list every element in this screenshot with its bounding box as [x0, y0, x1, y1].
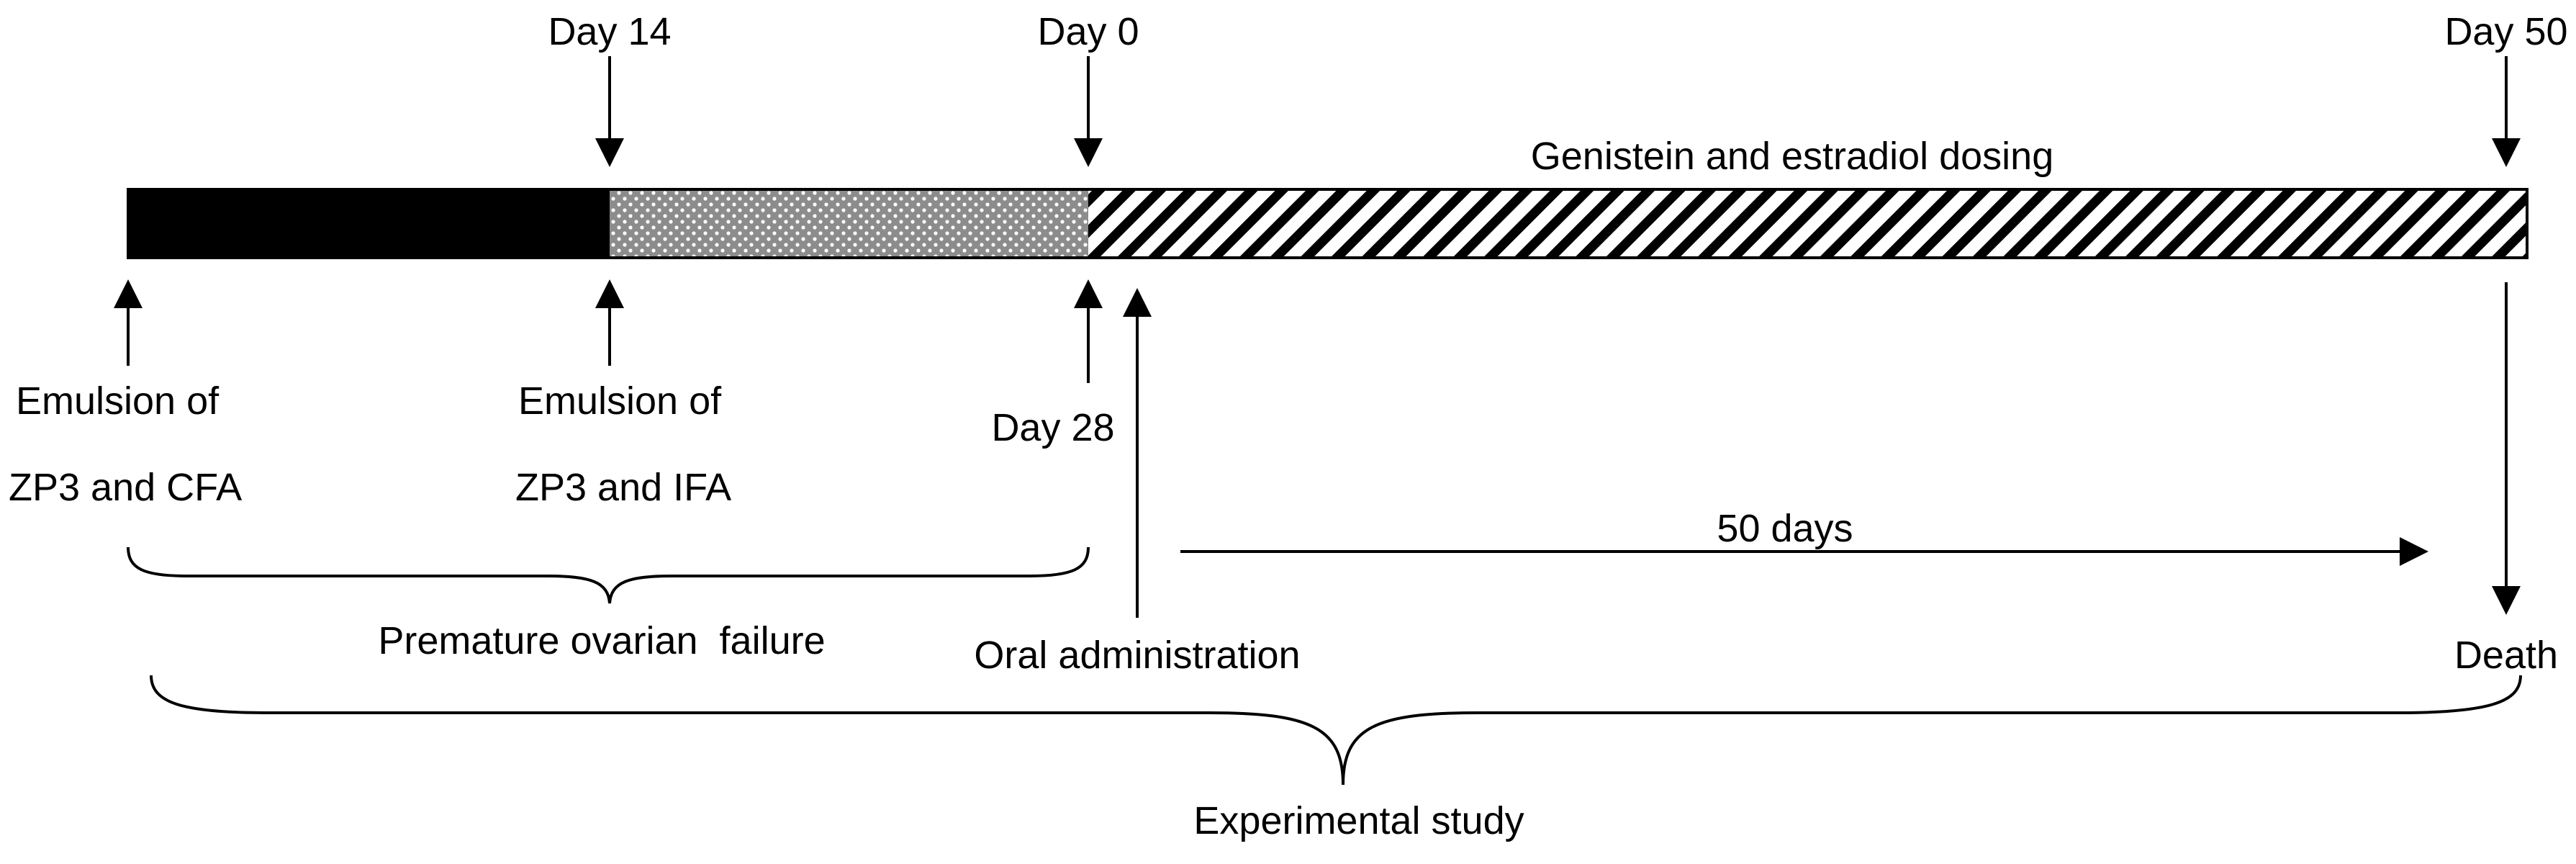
braces: Premature ovarian failure Experimental s…	[127, 546, 2522, 842]
timeline-bar	[127, 188, 2528, 259]
bottom-events: Emulsion of ZP3 and CFA Emulsion of ZP3 …	[9, 279, 2558, 677]
emulsion-cfa-line2: ZP3 and CFA	[9, 466, 242, 509]
oral-administration-label: Oral administration	[974, 634, 1300, 677]
dosing-label: Genistein and estradiol dosing	[1531, 135, 2053, 178]
dosing-segment	[1088, 189, 2527, 258]
day0-label: Day 0	[1037, 10, 1139, 53]
ifa-immunization-segment	[610, 189, 1088, 258]
day14-label: Day 14	[548, 10, 671, 53]
emulsion-ifa-line1: Emulsion of	[518, 379, 722, 423]
experimental-study-label: Experimental study	[1193, 799, 1524, 842]
emulsion-ifa-line2: ZP3 and IFA	[515, 466, 731, 509]
top-markers: Day 14 Day 0 Day 50 Genistein and estrad…	[548, 10, 2567, 178]
death-label: Death	[2454, 634, 2558, 677]
cfa-immunization-segment	[128, 189, 610, 258]
premature-ovarian-failure-brace	[127, 546, 1090, 604]
day28-label: Day 28	[991, 406, 1114, 449]
timeline-bar-outline	[127, 188, 2528, 259]
emulsion-cfa-line1: Emulsion of	[16, 379, 220, 423]
fifty-days-label: 50 days	[1717, 507, 1853, 550]
day50-label: Day 50	[2444, 10, 2567, 53]
premature-ovarian-failure-label: Premature ovarian failure	[378, 619, 825, 662]
experimental-study-brace	[150, 675, 2522, 786]
